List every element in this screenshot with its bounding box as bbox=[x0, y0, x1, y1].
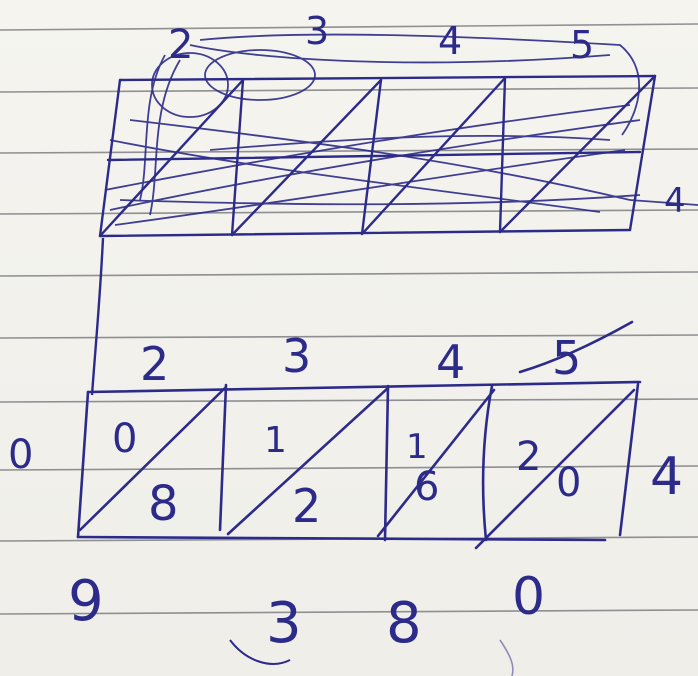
rule-line bbox=[0, 272, 698, 276]
scribble-stroke bbox=[190, 45, 610, 62]
result-digit: 0 bbox=[512, 567, 545, 627]
cell-tens-digit: 1 bbox=[264, 420, 287, 461]
grid-line bbox=[483, 386, 492, 540]
grid-line bbox=[385, 386, 388, 540]
top-column-digit: 5 bbox=[570, 23, 594, 67]
connector-line bbox=[92, 238, 103, 395]
rule-line bbox=[0, 466, 698, 470]
lattice-cells: 0 8 1 2 1 6 2 0 bbox=[112, 416, 581, 533]
top-column-digit: 3 bbox=[305, 9, 329, 53]
bottom-column-digits: 2 3 4 5 bbox=[140, 329, 581, 391]
grid-line bbox=[220, 385, 226, 530]
top-column-digit: 4 bbox=[438, 19, 462, 63]
left-carry-digit: 0 bbox=[8, 432, 33, 478]
bottom-column-digit: 5 bbox=[552, 331, 581, 385]
scribble-stroke bbox=[105, 105, 630, 190]
cross-out-scribbles bbox=[105, 35, 698, 225]
grid-line bbox=[78, 392, 88, 537]
cell-ones-digit: 8 bbox=[148, 476, 179, 532]
rule-line bbox=[0, 399, 698, 402]
cell-tens-digit: 1 bbox=[406, 427, 428, 467]
grid-line bbox=[620, 384, 638, 535]
top-column-digit: 2 bbox=[168, 22, 193, 68]
cell-tens-digit: 2 bbox=[516, 434, 541, 480]
cell-ones-digit: 0 bbox=[556, 460, 581, 506]
rule-line bbox=[0, 88, 698, 92]
rule-line bbox=[0, 335, 698, 338]
cell-ones-digit: 6 bbox=[414, 464, 439, 510]
pen-stroke bbox=[500, 640, 513, 676]
cell-tens-digit: 0 bbox=[112, 416, 137, 462]
top-row-digit: 4 bbox=[664, 181, 686, 221]
diagonal-line bbox=[378, 390, 494, 536]
cell-ones-digit: 2 bbox=[292, 479, 321, 533]
result-digit: 9 bbox=[68, 569, 104, 634]
bottom-column-digit: 3 bbox=[282, 329, 311, 383]
diagonal-line bbox=[476, 390, 634, 548]
result-digit: 8 bbox=[386, 591, 422, 656]
bottom-row-digit: 4 bbox=[650, 447, 683, 507]
bottom-column-digit: 4 bbox=[436, 335, 465, 389]
rule-line bbox=[0, 610, 698, 614]
bottom-column-digit: 2 bbox=[140, 337, 169, 391]
scribble-stroke bbox=[120, 195, 640, 204]
scribble-loop bbox=[205, 50, 315, 100]
result-digit: 3 bbox=[266, 591, 302, 656]
grid-line bbox=[120, 76, 655, 80]
